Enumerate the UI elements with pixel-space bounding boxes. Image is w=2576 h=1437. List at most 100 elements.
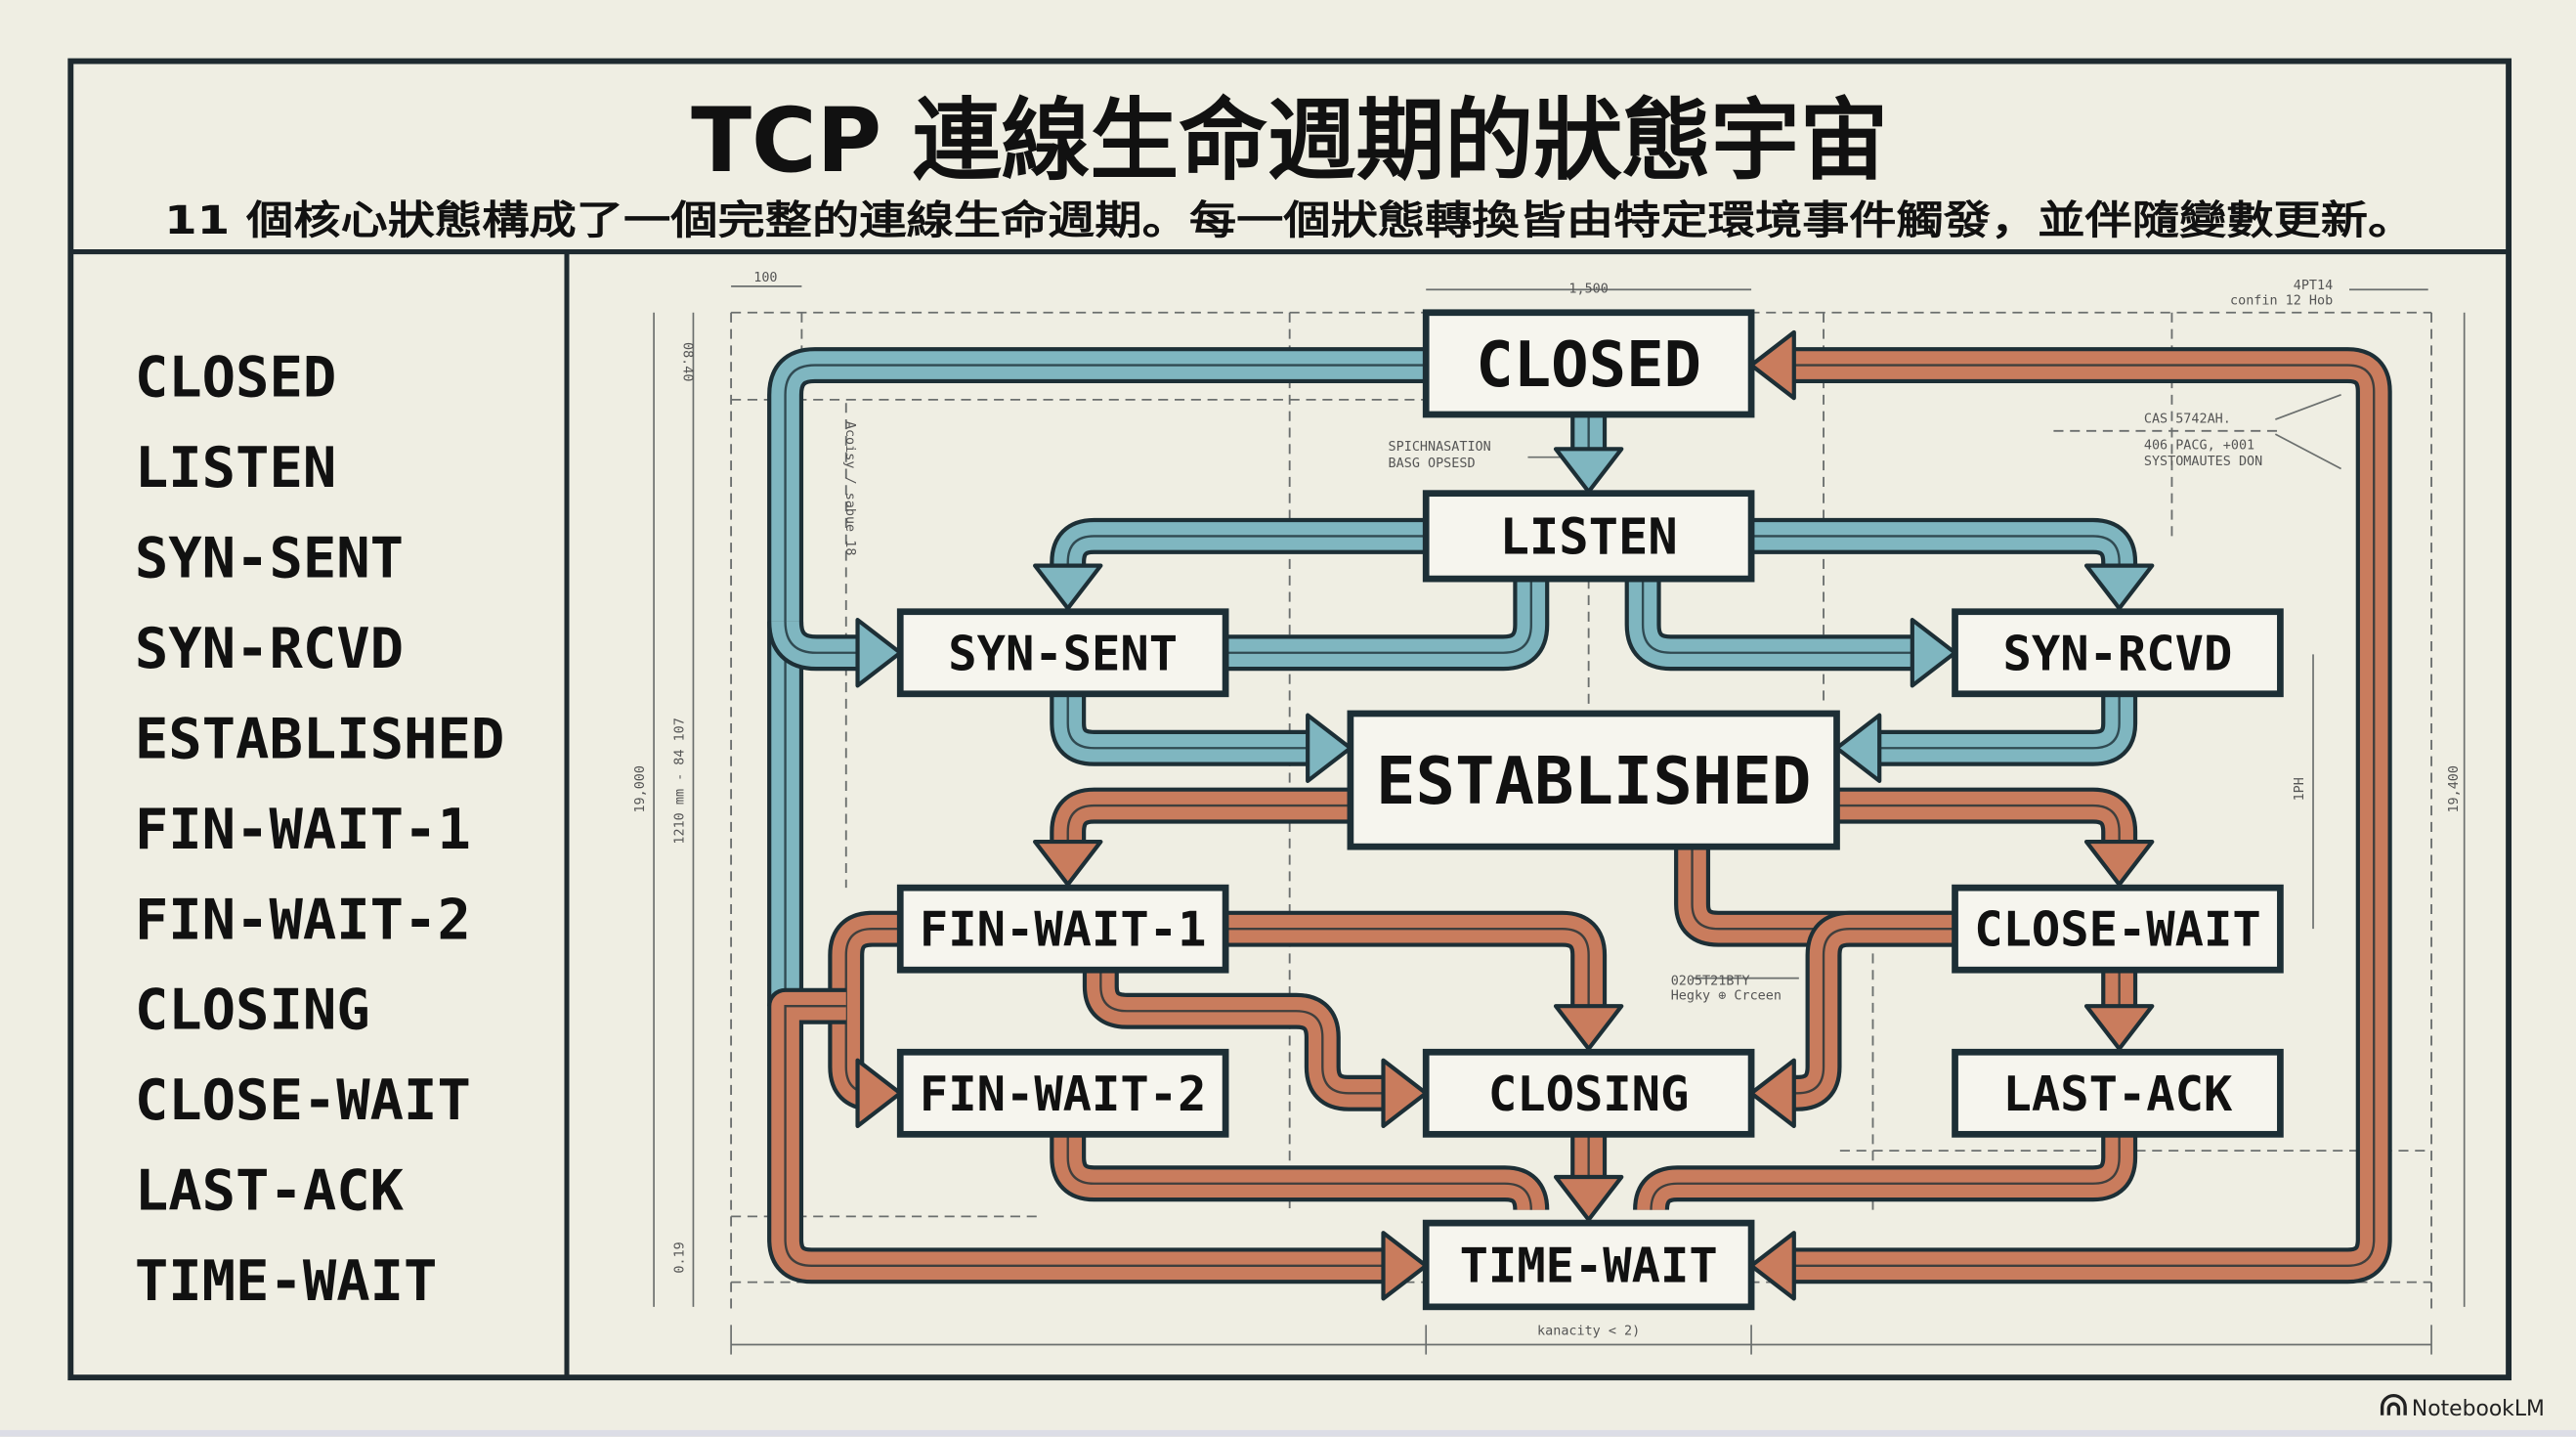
state-label: CLOSED [1476, 329, 1701, 402]
sync-transition-arrow [1050, 693, 1352, 783]
state-box-last-ack: LAST-ACK [1952, 1048, 2284, 1138]
arrowhead-icon [1033, 839, 1103, 887]
state-label: CLOSING [1488, 1067, 1689, 1122]
state-list-item: CLOSING [135, 979, 370, 1043]
state-list-item: LISTEN [135, 436, 336, 501]
state-box-listen: LISTEN [1422, 490, 1755, 583]
dim-label-left-bottom: 0.19 [672, 1241, 687, 1273]
state-label: ESTABLISHED [1376, 743, 1811, 819]
teardown-transition-arrow [1225, 910, 1624, 1052]
teardown-transition-arrow [1553, 1134, 1624, 1222]
teardown-transition-arrow [1748, 910, 1955, 1129]
state-list-item: CLOSED [135, 346, 336, 411]
teardown-transition-arrow [2083, 970, 2155, 1052]
teardown-transition-arrow [767, 987, 1429, 1301]
arrowhead-icon [855, 618, 903, 688]
arrowhead-icon [1553, 1004, 1624, 1052]
sync-transition-arrow [1751, 517, 2155, 611]
note-top-right-1: 4PT14 [2294, 279, 2333, 293]
annotations: 100 1,500 4PT14 confin 12 Hob 19,000 121… [633, 271, 2462, 1339]
arrowhead-icon [855, 1058, 903, 1129]
dim-label-left-outer: 19,000 [633, 765, 648, 813]
state-boxes: CLOSED LISTEN SYN-SENT SYN-RCVD ESTABLISHED F… [896, 309, 2284, 1311]
note-top-right-2: confin 12 Hob [2230, 293, 2333, 308]
sync-transition-arrow [1225, 579, 1550, 672]
state-label: CLOSE-WAIT [1974, 903, 2261, 958]
state-list-item: FIN-WAIT-2 [135, 888, 471, 952]
teardown-transition-arrow [1748, 329, 2392, 1301]
state-list-item: LAST-ACK [135, 1159, 405, 1224]
notebooklm-watermark: NotebookLM [2380, 1394, 2545, 1421]
sync-transition-arrow [1624, 579, 1957, 688]
page-title: TCP 連線生命週期的狀態宇宙 [691, 90, 1888, 193]
sync-transition-arrow [1834, 693, 2138, 783]
sync-transition-arrow [1033, 517, 1427, 611]
frame [67, 58, 2512, 1381]
arrowhead-icon [2083, 1004, 2155, 1052]
state-list-item: TIME-WAIT [135, 1249, 438, 1314]
dimension-line [2275, 394, 2341, 420]
dim-label-right-outer: 19,400 [2447, 765, 2462, 813]
arrowhead-icon [1033, 563, 1103, 611]
watermark-text: NotebookLM [2412, 1397, 2545, 1421]
arrowhead-icon [1748, 329, 1796, 401]
state-label: FIN-WAIT-2 [920, 1067, 1207, 1122]
state-box-fin-wait-1: FIN-WAIT-1 [896, 884, 1229, 974]
state-box-established: ESTABLISHED [1347, 710, 1840, 850]
state-list-item: SYN-SENT [135, 526, 404, 590]
state-box-time-wait: TIME-WAIT [1422, 1219, 1755, 1311]
transition-arrows [767, 329, 2392, 1301]
state-box-close-wait: CLOSE-WAIT [1952, 884, 2284, 974]
state-list: CLOSED LISTEN SYN-SENT SYN-RCVD ESTABLISHED F… [135, 346, 504, 1315]
state-label: SYN-RCVD [2003, 627, 2233, 681]
arrowhead-icon [1381, 1231, 1429, 1301]
arrowhead-icon [1748, 1231, 1796, 1301]
arrowhead-icon [2083, 563, 2155, 611]
arrowhead-icon [1910, 618, 1957, 688]
sync-transition-arrow [767, 618, 903, 688]
state-list-item: SYN-RCVD [135, 617, 404, 681]
teardown-transition-arrow [1033, 787, 1351, 887]
state-list-item: CLOSE-WAIT [135, 1068, 471, 1133]
state-label: FIN-WAIT-1 [920, 903, 1207, 958]
teardown-transition-arrow [1836, 787, 2155, 887]
state-box-closing: CLOSING [1422, 1048, 1755, 1138]
arrowhead-icon [1834, 713, 1882, 783]
state-label: SYN-SENT [948, 627, 1178, 681]
arrowhead-icon [1553, 447, 1624, 495]
note-right-2: 406 PACG, +001 [2144, 438, 2254, 453]
state-label: LISTEN [1500, 508, 1678, 566]
note-closed-1: SPICHNASATION [1389, 440, 1491, 455]
teardown-transition-arrow [1633, 1134, 2138, 1211]
page-subtitle: 11 個核心狀態構成了一個完整的連線生命週期。每一個狀態轉換皆由特定環境事件觸發… [164, 197, 2415, 243]
dimension-line [2274, 433, 2341, 470]
dim-label-100: 100 [753, 271, 777, 285]
note-right-3: SYSTOMAUTES DON [2144, 455, 2262, 469]
sync-transition-arrow [1553, 414, 1624, 495]
state-label: TIME-WAIT [1460, 1240, 1718, 1294]
teardown-transition-arrow [1674, 847, 1955, 947]
notebooklm-logo-icon [2380, 1394, 2407, 1415]
bottom-strip [0, 1429, 2576, 1437]
dim-label-left-top: 08.40 [679, 342, 694, 381]
teardown-transition-arrow [1082, 968, 1429, 1129]
note-middle-1: 0205T21BTY [1671, 974, 1750, 988]
note-middle-2: Hegky ⊕ Crceen [1671, 988, 1782, 1003]
sync-transition-arrow [767, 347, 1427, 1007]
note-inner-vertical: Acoisy / sabue 18 [842, 421, 857, 556]
state-box-fin-wait-2: FIN-WAIT-2 [896, 1048, 1229, 1138]
state-list-item: FIN-WAIT-1 [135, 798, 471, 862]
arrowhead-icon [1306, 713, 1352, 783]
dim-label-bottom: kanacity < 2) [1537, 1324, 1640, 1338]
state-box-closed: CLOSED [1422, 309, 1755, 418]
arrowhead-icon [2083, 839, 2155, 887]
state-label: LAST-ACK [2003, 1067, 2233, 1122]
dim-label-left-inner: 1210 mm - 84 107 [672, 718, 687, 844]
dim-label-1500: 1,500 [1568, 283, 1608, 297]
arrowhead-icon [1381, 1058, 1429, 1129]
arrowhead-icon [1553, 1174, 1624, 1222]
state-list-item: ESTABLISHED [135, 707, 504, 771]
note-closed-2: BASG OPSESD [1389, 457, 1476, 471]
state-box-syn-rcvd: SYN-RCVD [1952, 608, 2284, 698]
